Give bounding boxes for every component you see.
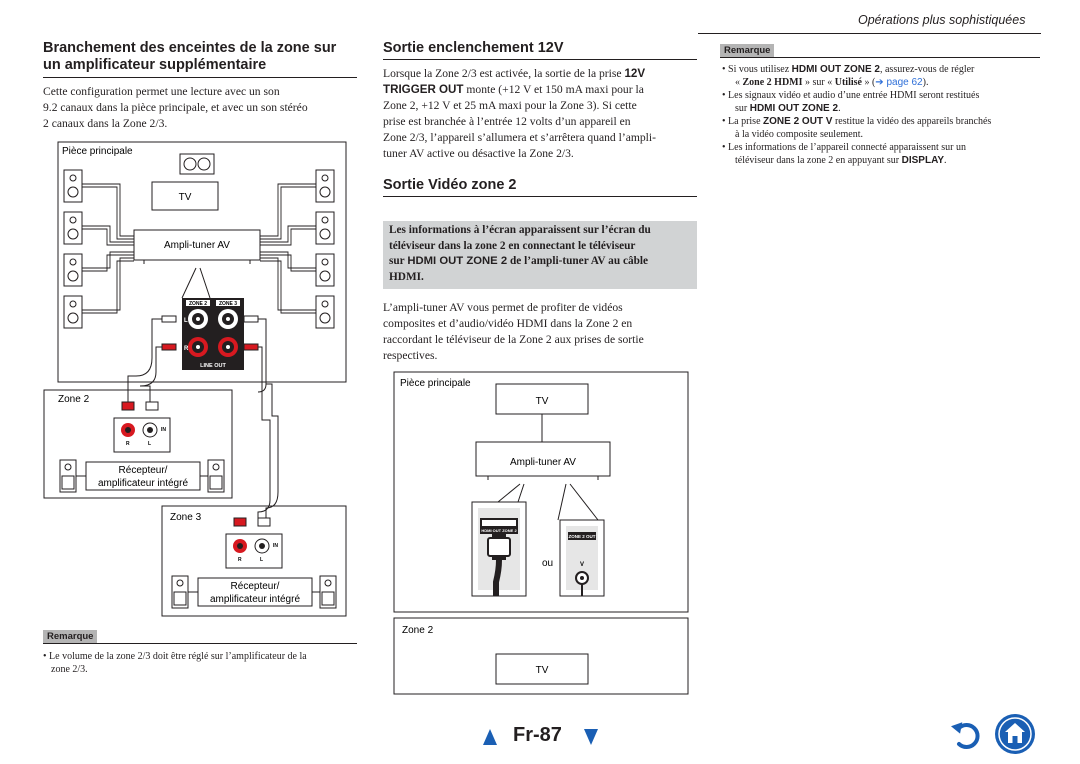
l-jack-label: L xyxy=(184,318,188,324)
header-rule xyxy=(698,33,1041,34)
zone-speaker-diagram: Pièce principale TV Ampli-tuner AV ZONE … xyxy=(43,141,347,617)
zone3-receiver-line1: Récepteur/ xyxy=(231,581,280,592)
left-para-line3: 2 canaux dans la Zone 2/3. xyxy=(43,117,168,130)
tv-label: TV xyxy=(179,192,192,203)
zone2-l-label: L xyxy=(148,441,151,447)
video-para-line1: L’ampli-tuner AV vous permet de profiter… xyxy=(383,301,623,314)
page-number: Fr-87 xyxy=(513,724,562,746)
video-para-line3: raccordant le téléviseur de la Zone 2 au… xyxy=(383,333,644,346)
left-title-line2: un amplificateur supplémentaire xyxy=(43,57,267,73)
zone2-jack-label: ZONE 2 xyxy=(189,301,207,307)
trigger-line2: TRIGGER OUT monte (+12 V et 150 mA maxi … xyxy=(383,83,644,96)
zone2-out-label: ZONE 2 OUT xyxy=(568,534,595,539)
left-paragraph: Cette configuration permet une lecture a… xyxy=(43,84,308,132)
or-label: ou xyxy=(542,558,553,569)
video-para-line2: composites et d’audio/vidéo HDMI dans la… xyxy=(383,317,633,330)
zone3-l-label: L xyxy=(260,557,263,563)
video-para-line4: respectives. xyxy=(383,349,438,362)
trigger-line1: Lorsque la Zone 2/3 est activée, la sort… xyxy=(383,67,646,80)
back-icon[interactable] xyxy=(950,718,984,752)
r-jack-label: R xyxy=(184,346,189,352)
zone2-in-label: IN xyxy=(161,427,166,433)
main-room-label: Pièce principale xyxy=(62,146,133,157)
trigger-line3: Zone 2, +12 V et 25 mA maxi pour la Zone… xyxy=(383,99,637,112)
right-note-bullet2: • Les signaux vidéo et audio d’une entré… xyxy=(722,90,980,114)
trigger-title: Sortie enclenchement 12V xyxy=(383,40,564,56)
zone3-in-label: IN xyxy=(273,543,278,549)
left-title-rule xyxy=(43,77,357,78)
video-zone2-label: Zone 2 xyxy=(402,625,434,636)
video-tv-label: TV xyxy=(536,396,549,407)
zone2-receiver-line1: Récepteur/ xyxy=(119,465,168,476)
left-note-bullet: • Le volume de la zone 2/3 doit être rég… xyxy=(43,651,307,675)
prev-page-icon[interactable] xyxy=(482,728,498,746)
zone2-video-diagram: Pièce principale TV Ampli-tuner AV HDMI … xyxy=(393,371,689,695)
video-receiver-label: Ampli-tuner AV xyxy=(510,457,576,468)
video-title: Sortie Vidéo zone 2 xyxy=(383,177,517,193)
line-out-label: LINE OUT xyxy=(200,363,226,369)
video-zone2-tv-label: TV xyxy=(536,665,549,676)
right-notes: • Si vous utilisez HDMI OUT ZONE 2, assu… xyxy=(722,63,1042,167)
hdmi-jack-label: HDMI OUT ZONE 2 xyxy=(481,528,517,533)
left-note-line2: zone 2/3. xyxy=(51,664,88,675)
right-note-bullet4: • Les informations de l’appareil connect… xyxy=(722,142,966,166)
trigger-line6: tuner AV active ou désactive la Zone 2/3… xyxy=(383,147,574,160)
zone3-label: Zone 3 xyxy=(170,512,202,523)
left-title-line1: Branchement des enceintes de la zone sur xyxy=(43,40,337,56)
left-para-line2: 9.2 canaux dans la pièce principale, et … xyxy=(43,101,308,114)
zone3-receiver-line2: amplificateur intégré xyxy=(210,594,300,605)
video-highlight-box: Les informations à l’écran apparaissent … xyxy=(383,221,697,289)
zone2-r-label: R xyxy=(126,441,130,447)
trigger-line5: Zone 2/3, l’appareil s’allumera et s’arr… xyxy=(383,131,656,144)
right-note-rule xyxy=(720,57,1040,58)
highlight-line4: HDMI. xyxy=(389,270,424,283)
receiver-label: Ampli-tuner AV xyxy=(164,240,230,251)
section-header: Opérations plus sophistiquées xyxy=(858,13,1026,27)
v-jack-label: V xyxy=(580,562,584,568)
right-note-bullet3: • La prise ZONE 2 OUT V restitue la vidé… xyxy=(722,116,992,140)
left-note-text: • Le volume de la zone 2/3 doit être rég… xyxy=(43,650,363,676)
zone3-r-label: R xyxy=(238,557,242,563)
trigger-paragraph: Lorsque la Zone 2/3 est activée, la sort… xyxy=(383,66,703,162)
highlight-line3: sur HDMI OUT ZONE 2 de l’ampli-tuner AV … xyxy=(389,255,649,267)
left-note-label: Remarque xyxy=(43,630,98,643)
zone2-label: Zone 2 xyxy=(58,394,90,405)
video-title-rule xyxy=(383,196,697,197)
highlight-line2: téléviseur dans la zone 2 en connectant … xyxy=(389,239,636,252)
zone3-jack-label: ZONE 3 xyxy=(219,301,237,307)
right-note-bullet1: • Si vous utilisez HDMI OUT ZONE 2, assu… xyxy=(722,64,975,88)
video-main-room-label: Pièce principale xyxy=(400,378,471,389)
right-note-label: Remarque xyxy=(720,44,775,57)
home-icon[interactable] xyxy=(994,713,1036,755)
trigger-line4: prise est branchée à l’entrée 12 volts d… xyxy=(383,115,631,128)
left-note-rule xyxy=(43,643,357,644)
left-para-line1: Cette configuration permet une lecture a… xyxy=(43,85,280,98)
trigger-title-rule xyxy=(383,59,697,60)
zone2-receiver-line2: amplificateur intégré xyxy=(98,478,188,489)
left-note-line1: Le volume de la zone 2/3 doit être réglé… xyxy=(49,651,307,662)
page-62-link[interactable]: ➔ page 62 xyxy=(875,77,923,88)
next-page-icon[interactable] xyxy=(583,728,599,746)
video-paragraph: L’ampli-tuner AV vous permet de profiter… xyxy=(383,300,644,364)
highlight-line1: Les informations à l’écran apparaissent … xyxy=(389,224,651,236)
